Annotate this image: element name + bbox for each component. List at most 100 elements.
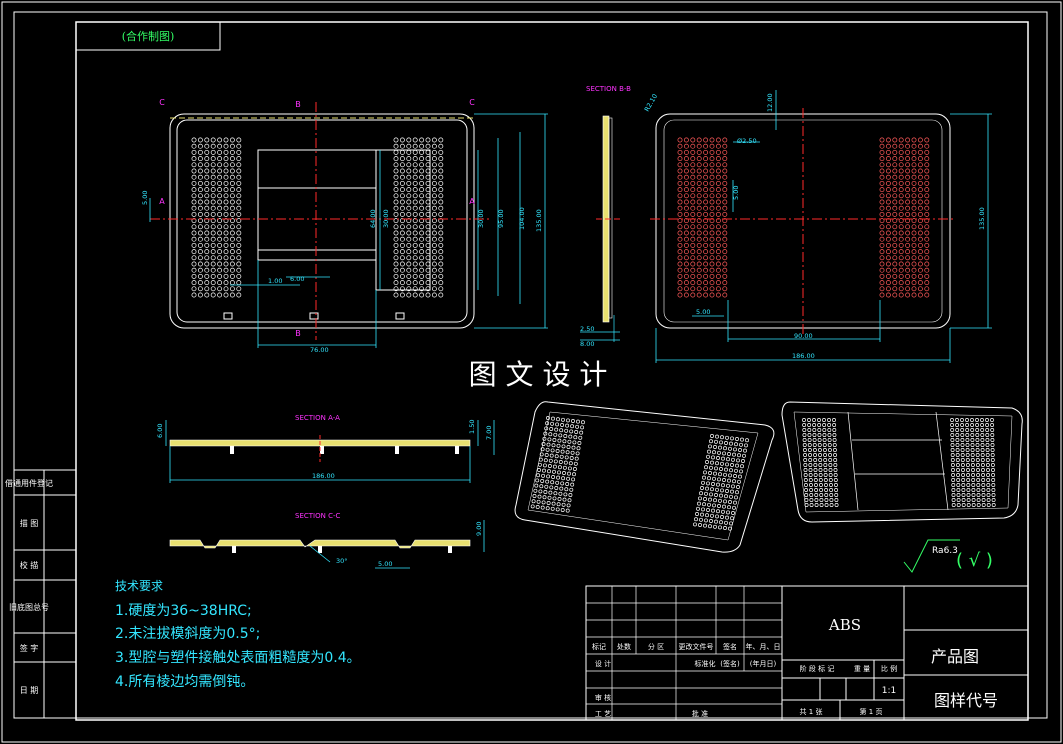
hole	[804, 488, 809, 492]
hole	[819, 498, 824, 502]
hole	[814, 488, 819, 492]
hole	[917, 267, 923, 273]
hole	[701, 480, 705, 485]
hole	[879, 156, 885, 162]
hole	[965, 438, 970, 442]
hole	[217, 143, 223, 149]
hole	[191, 230, 197, 236]
hole	[715, 230, 721, 236]
hole	[683, 255, 689, 261]
hole	[683, 249, 689, 255]
top-dim-135: 135.00	[978, 207, 986, 230]
hole	[705, 460, 709, 464]
hole	[980, 463, 985, 467]
top-dim-186: 186.00	[792, 352, 815, 360]
hole	[715, 137, 721, 143]
hole	[210, 205, 216, 211]
hole	[425, 224, 431, 230]
hole	[898, 286, 904, 292]
hole	[569, 429, 574, 434]
hole	[905, 236, 911, 242]
hole	[709, 273, 715, 279]
hole	[722, 249, 728, 255]
hole	[898, 149, 904, 155]
hole	[879, 162, 885, 168]
hole	[677, 162, 683, 168]
hole	[399, 149, 405, 155]
hole	[709, 199, 715, 205]
hole	[885, 174, 891, 180]
hole	[725, 435, 729, 440]
hole	[571, 445, 576, 450]
hole	[561, 502, 566, 507]
hole	[807, 448, 812, 452]
hole	[677, 180, 683, 186]
hole	[431, 261, 437, 267]
hole	[955, 463, 960, 467]
hole	[722, 174, 728, 180]
hole	[985, 443, 990, 447]
hole	[818, 468, 823, 472]
hole	[229, 180, 235, 186]
hole	[991, 488, 996, 492]
hole	[399, 224, 405, 230]
hole	[217, 255, 223, 261]
hole	[229, 168, 235, 174]
hole	[229, 205, 235, 211]
hole	[981, 483, 986, 487]
hole	[812, 443, 817, 447]
hole	[236, 143, 242, 149]
hole	[552, 469, 556, 474]
hole	[713, 524, 717, 529]
hole	[898, 137, 904, 143]
hole	[819, 493, 824, 497]
hole	[991, 468, 995, 472]
left-strip: 借通用件登记 描 图 校 描 旧底图总号 签 字 日 期	[5, 478, 53, 695]
hole	[554, 486, 559, 490]
hole	[204, 280, 210, 286]
hole	[570, 450, 575, 455]
tb-scale-header: 比 例	[881, 664, 897, 673]
hole	[683, 193, 689, 199]
hole	[217, 224, 223, 230]
hole	[541, 473, 546, 478]
hole	[722, 236, 728, 242]
top-dim-5-horizontal: 5.00	[696, 308, 710, 316]
hole	[715, 224, 721, 230]
hole	[885, 205, 891, 211]
tb-sheet-number: 第 1 页	[860, 707, 883, 716]
hole	[885, 286, 891, 292]
hole	[980, 458, 985, 462]
hole	[720, 515, 724, 519]
hole	[210, 292, 216, 298]
hole	[191, 199, 197, 205]
hole	[736, 458, 740, 463]
hole	[731, 484, 735, 489]
hole	[905, 205, 911, 211]
hole	[549, 427, 554, 431]
hole	[191, 292, 197, 298]
hole	[431, 255, 437, 261]
hole	[236, 224, 242, 230]
hole	[911, 286, 917, 292]
hole	[542, 463, 547, 468]
hole	[804, 498, 809, 502]
hole	[708, 471, 712, 475]
hole	[711, 455, 715, 460]
hole	[431, 224, 437, 230]
tb-header-sign: 签名	[723, 642, 737, 651]
hole	[722, 261, 728, 267]
hole	[898, 255, 904, 261]
hole	[217, 174, 223, 180]
hole	[728, 500, 732, 504]
hole	[966, 488, 971, 492]
hole	[911, 273, 917, 279]
hole	[406, 162, 412, 168]
hole	[729, 494, 733, 499]
hole	[722, 224, 728, 230]
hole	[223, 267, 229, 273]
tb-header-change-doc: 更改文件号	[679, 642, 714, 651]
hole	[399, 242, 405, 248]
hole	[879, 230, 885, 236]
hole	[911, 180, 917, 186]
